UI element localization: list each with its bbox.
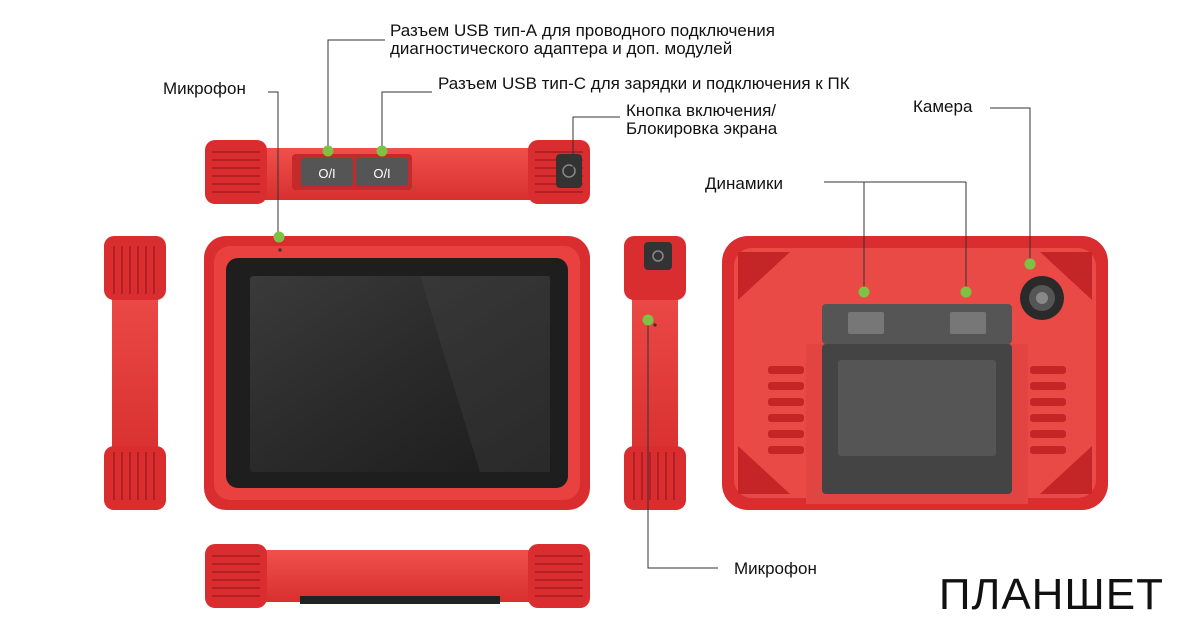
marker-usb-a — [322, 145, 334, 157]
tablet-bottom-view — [205, 544, 590, 608]
label-power-button: Кнопка включения/ Блокировка экрана — [626, 102, 777, 138]
label-usb-c: Разъем USB тип-С для зарядки и подключен… — [438, 74, 850, 93]
label-usb-a-line1: Разъем USB тип-А для проводного подключе… — [390, 21, 775, 40]
label-usb-a-line2: диагностического адаптера и доп. модулей — [390, 39, 733, 58]
marker-microphone-front — [273, 231, 285, 243]
usb-c-port — [356, 158, 408, 186]
screen — [250, 276, 550, 472]
tablet-right-side-view — [624, 236, 686, 510]
tablet-top-view: O/I O/I — [205, 140, 590, 204]
marker-speaker-right — [960, 286, 972, 298]
label-camera: Камера — [913, 97, 973, 116]
label-power-line2: Блокировка экрана — [626, 119, 778, 138]
marker-speaker-left — [858, 286, 870, 298]
callout-lines — [268, 39, 1031, 569]
port-c-label: O/I — [373, 166, 390, 181]
tablet-front-view — [204, 236, 590, 510]
port-a-label: O/I — [318, 166, 335, 181]
page-title: ПЛАНШЕТ — [938, 570, 1164, 619]
front-microphone-hole — [278, 248, 282, 252]
marker-usb-c — [376, 145, 388, 157]
power-button — [556, 154, 582, 188]
marker-dots — [273, 145, 1036, 326]
label-microphone-top: Микрофон — [163, 79, 246, 98]
usb-a-port — [301, 158, 353, 186]
marker-microphone-side — [642, 314, 654, 326]
label-speakers: Динамики — [705, 174, 783, 193]
tablet-left-side-view — [104, 236, 166, 510]
label-usb-a: Разъем USB тип-А для проводного подключе… — [390, 22, 775, 58]
label-power-line1: Кнопка включения/ — [626, 101, 777, 120]
marker-camera — [1024, 258, 1036, 270]
tablet-back-view — [722, 236, 1108, 510]
label-microphone-bottom: Микрофон — [734, 559, 817, 578]
